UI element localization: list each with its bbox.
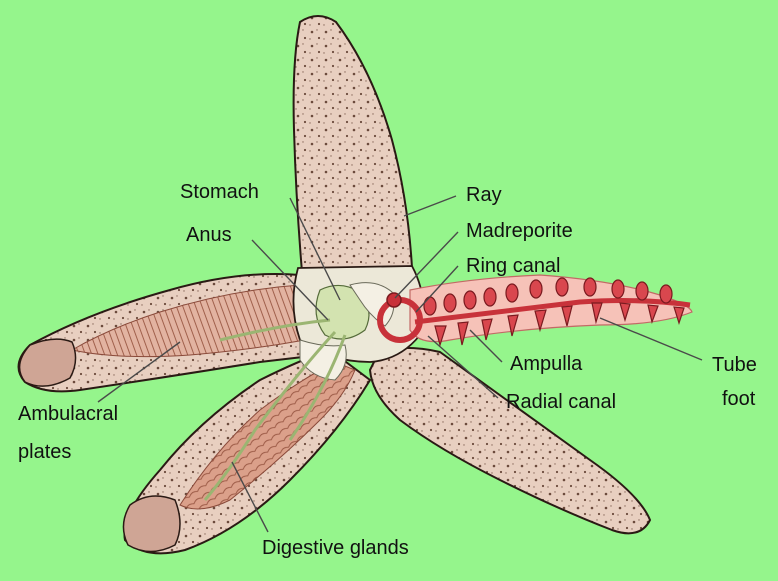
label-radial-canal: Radial canal <box>506 391 616 413</box>
label-ray: Ray <box>466 184 502 206</box>
lower-left-arm-tip <box>123 496 180 552</box>
label-stomach: Stomach <box>180 181 259 203</box>
label-ampulla: Ampulla <box>510 353 583 375</box>
label-madreporite: Madreporite <box>466 220 573 242</box>
label-digestive-glands: Digestive glands <box>262 537 409 559</box>
label-ambulacral-2: plates <box>18 441 71 463</box>
label-tube-foot-2: foot <box>722 388 756 410</box>
label-anus: Anus <box>186 224 232 246</box>
label-tube-foot-1: Tube <box>712 354 757 376</box>
label-ring-canal: Ring canal <box>466 255 561 277</box>
label-ambulacral-1: Ambulacral <box>18 403 118 425</box>
madreporite <box>387 293 401 307</box>
lower-right-arm <box>370 348 650 533</box>
top-ray-arm <box>294 16 412 272</box>
